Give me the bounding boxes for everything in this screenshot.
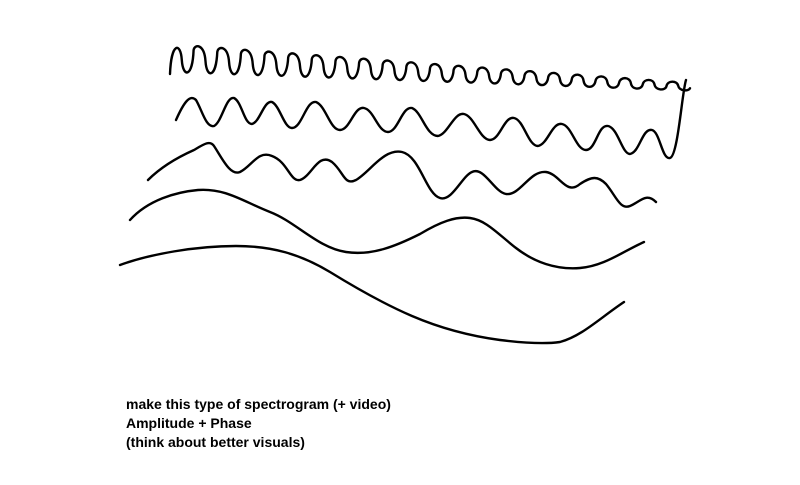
note-line-2: Amplitude + Phase xyxy=(126,415,252,431)
note-line-3: (think about better visuals) xyxy=(126,434,305,450)
wave-3 xyxy=(146,141,658,208)
wave-4 xyxy=(128,188,646,270)
note-line-1: make this type of spectrogram (+ video) xyxy=(126,396,391,412)
wave-2 xyxy=(174,78,688,160)
wave-5 xyxy=(118,244,626,345)
sketch-notes: make this type of spectrogram (+ video) … xyxy=(126,395,391,452)
wave-1 xyxy=(168,45,692,92)
